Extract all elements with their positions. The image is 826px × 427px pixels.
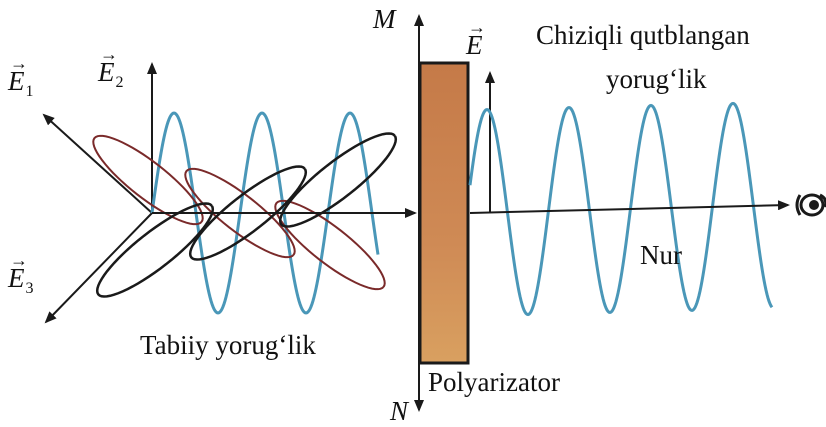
natural-light-caption: Tabiiy yorug‘lik	[140, 330, 316, 361]
ray-caption: Nur	[640, 240, 682, 271]
e1-label: →E1	[8, 66, 34, 97]
polarized-light-caption-line1: Chiziqli qutblangan	[536, 20, 750, 51]
n-label: N	[390, 396, 408, 427]
e3-label: →E3	[8, 263, 34, 294]
e-label: →E	[466, 30, 483, 61]
m-label: M	[373, 4, 396, 35]
polarizer-plate	[420, 63, 468, 363]
polarizer-caption: Polyarizator	[428, 367, 560, 398]
e2-label: →E2	[98, 57, 124, 88]
eye-icon	[797, 195, 826, 215]
natural-light-e3-oscillation	[97, 133, 396, 296]
e3-vector	[46, 213, 152, 322]
e1-vector	[44, 115, 152, 213]
polarized-light-caption-line2: yorug‘lik	[606, 64, 707, 95]
